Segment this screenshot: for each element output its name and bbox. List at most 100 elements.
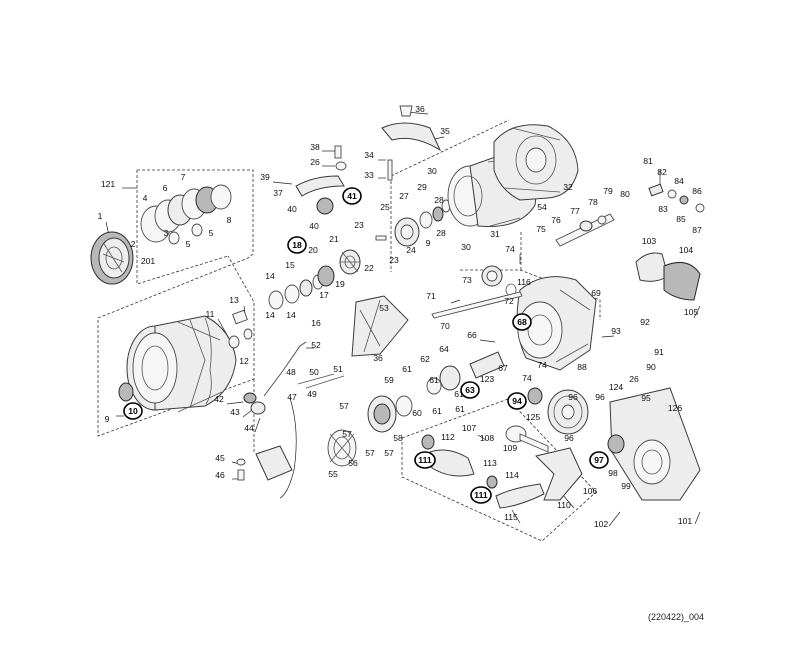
part-number-label: 53: [379, 303, 389, 313]
part-number-label: 40: [309, 221, 319, 231]
diagram-reference-code: (220422)_004: [648, 612, 705, 622]
part-number-label: 84: [674, 176, 684, 186]
rotor-nut-assembly: [327, 395, 413, 467]
circled-part-number-text: 63: [465, 385, 475, 395]
part-number-label: 26: [310, 157, 320, 167]
part-number-label: 42: [214, 394, 224, 404]
part-number-label: 60: [412, 408, 422, 418]
part-number-label: 32: [563, 182, 573, 192]
part-number-label: 59: [384, 375, 394, 385]
part-number-label: 83: [658, 204, 668, 214]
part-number-label: 105: [684, 307, 699, 317]
part-number-label: 106: [583, 486, 598, 496]
group-outline-spool-drag: [97, 169, 255, 437]
part-number-label: 16: [311, 318, 321, 328]
part-number-label: 114: [505, 470, 519, 480]
part-number-label: 113: [483, 458, 497, 468]
part-number-label: 11: [206, 309, 215, 319]
part-number-label: 116: [517, 277, 531, 287]
part-number-label: 87: [692, 225, 702, 235]
bail-cover-part: [381, 105, 442, 152]
part-number-label: 85: [676, 214, 686, 224]
circled-part-number-text: 68: [517, 317, 527, 327]
part-number-label: 109: [503, 443, 518, 453]
part-number-label: 13: [229, 295, 239, 305]
part-number-label: 77: [570, 206, 580, 216]
part-number-label: 14: [265, 271, 275, 281]
part-number-label: 125: [526, 412, 541, 422]
circled-part-number: 94: [507, 392, 527, 410]
main-shaft-part: [431, 291, 523, 319]
part-number-label: 79: [603, 186, 613, 196]
part-number-label: 25: [380, 202, 390, 212]
part-number-label: 64: [439, 344, 449, 354]
part-number-label: 8: [227, 215, 232, 225]
line-roller-part: [236, 392, 266, 481]
part-number-label: 70: [440, 321, 450, 331]
part-number-label: 96: [595, 392, 605, 402]
part-number-label: 49: [307, 389, 317, 399]
circle-mark: [123, 402, 143, 420]
part-number-label: 74: [537, 360, 547, 370]
part-number-label: 7: [181, 172, 186, 182]
part-number-label: 33: [364, 170, 374, 180]
part-number-label: 124: [609, 382, 624, 392]
bearing-part: [527, 387, 543, 405]
part-number-label: 126: [668, 403, 683, 413]
frame-insert-part: [351, 295, 409, 357]
part-number-label: 40: [287, 204, 297, 214]
part-number-label: 5: [209, 228, 214, 238]
handle-assembly-part: [421, 425, 583, 509]
part-number-label: 20: [308, 245, 318, 255]
rotor-small-parts: [375, 199, 451, 247]
circled-part-number: 63: [460, 381, 480, 399]
part-number-label: 28: [434, 195, 444, 205]
part-number-label: 76: [551, 215, 561, 225]
part-number-label: 19: [335, 279, 345, 289]
part-number-label: 107: [462, 423, 477, 433]
body-side-part: [609, 387, 701, 501]
part-number-label: 27: [399, 191, 409, 201]
part-number-label: 61: [455, 404, 465, 414]
part-number-label: 98: [608, 468, 618, 478]
part-number-label: 38: [310, 142, 320, 152]
part-number-label: 78: [588, 197, 598, 207]
circle-mark: [414, 451, 436, 469]
part-number-label: 93: [611, 326, 621, 336]
part-number-label: 14: [286, 310, 296, 320]
part-number-label: 47: [287, 392, 297, 402]
part-number-label: 108: [480, 433, 495, 443]
part-number-label: 48: [286, 367, 296, 377]
circled-part-number: 111: [470, 486, 492, 504]
part-number-label: 57: [365, 448, 375, 458]
part-number-label: 2: [131, 239, 136, 249]
part-number-label: 201: [141, 256, 156, 266]
part-number-label: 67: [498, 363, 508, 373]
part-number-label: 28: [436, 228, 446, 238]
part-number-label: 22: [364, 263, 374, 273]
part-number-label: 23: [389, 255, 399, 265]
part-number-label: 44: [244, 423, 254, 433]
part-number-label: 61: [402, 364, 412, 374]
circle-mark: [460, 381, 480, 399]
part-number-label: 96: [564, 433, 574, 443]
part-number-label: 36: [373, 353, 383, 363]
part-number-label: 55: [328, 469, 338, 479]
part-number-label: 9: [426, 238, 431, 248]
part-number-label: 57: [339, 401, 349, 411]
bail-arm-part: [295, 145, 393, 215]
part-number-label: 46: [215, 470, 225, 480]
circled-part-number: 10: [123, 402, 143, 420]
part-number-label: 115: [504, 512, 518, 522]
part-number-label: 58: [393, 433, 403, 443]
circle-mark: [470, 486, 492, 504]
part-number-label: 88: [577, 362, 587, 372]
circled-part-number-text: 10: [128, 406, 138, 416]
part-number-label: 71: [426, 291, 436, 301]
circled-part-number-text: 94: [512, 396, 522, 406]
circled-part-number-text: 111: [474, 490, 488, 500]
part-number-label: 92: [640, 317, 650, 327]
spool-part: [126, 315, 237, 413]
